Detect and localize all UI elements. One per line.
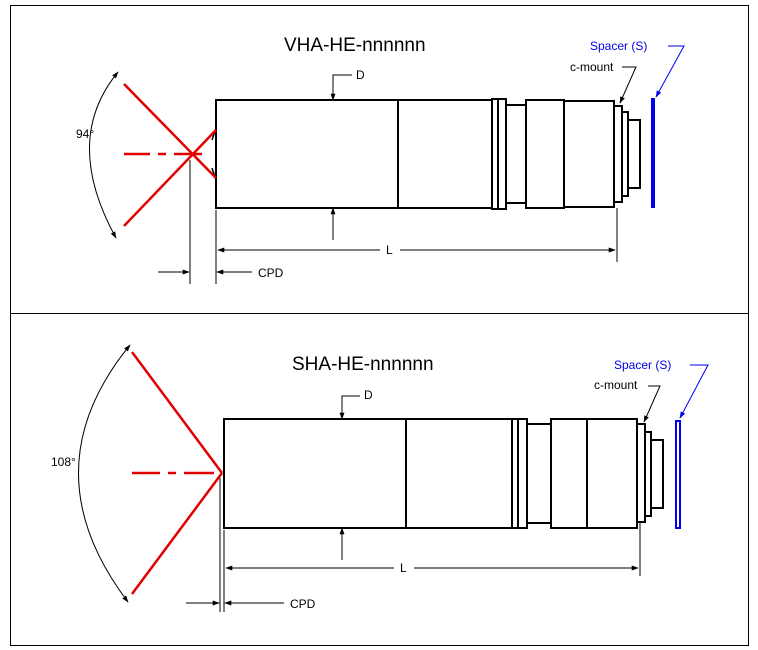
c-mount-leader xyxy=(643,385,661,423)
view-cone-rays xyxy=(130,351,224,595)
angle-arc xyxy=(78,344,131,603)
panel-sha: SHA-HE-nnnnnn 108° xyxy=(51,344,709,612)
panel-vha: VHA-HE-nnnnnn 94° xyxy=(76,35,685,284)
d-label: D xyxy=(364,388,373,402)
c-mount-label: c-mount xyxy=(594,378,638,392)
cpd-label: CPD xyxy=(290,597,316,611)
angle-label: 94° xyxy=(76,127,94,141)
view-cone-rays xyxy=(123,83,217,227)
spacer-label: Spacer (S) xyxy=(614,358,671,372)
lens-body xyxy=(223,418,664,529)
spacer-plate xyxy=(675,420,681,529)
lens-body xyxy=(215,98,641,210)
c-mount-label: c-mount xyxy=(570,60,614,74)
c-mount-leader xyxy=(619,66,637,104)
cpd-label: CPD xyxy=(258,266,284,280)
panel-title: SHA-HE-nnnnnn xyxy=(292,354,434,375)
d-label: D xyxy=(356,68,365,82)
l-label: L xyxy=(400,561,407,575)
panel-title: VHA-HE-nnnnnn xyxy=(284,35,426,56)
angle-label: 108° xyxy=(51,455,76,469)
spacer-leader xyxy=(655,45,685,98)
spacer-plate xyxy=(651,98,655,208)
spacer-leader xyxy=(679,364,709,419)
l-label: L xyxy=(386,243,393,257)
d-arrow-top xyxy=(330,74,352,101)
angle-arc xyxy=(89,71,119,239)
d-arrow-top xyxy=(339,395,360,420)
panel-frame-bottom xyxy=(10,313,749,646)
spacer-label: Spacer (S) xyxy=(590,39,647,53)
